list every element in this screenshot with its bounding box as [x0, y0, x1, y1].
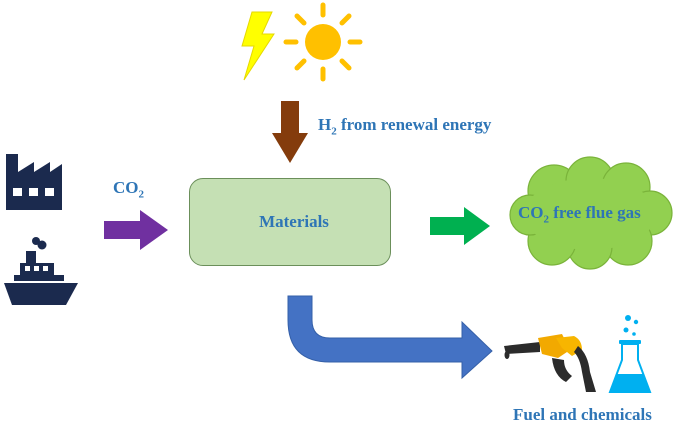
flue-gas-label: CO2 free flue gas	[518, 203, 641, 226]
h2-label: H2 from renewal energy	[318, 115, 492, 138]
lightning-icon	[241, 11, 275, 81]
ship-icon	[4, 237, 78, 305]
factory-icon	[6, 154, 62, 210]
flask-icon	[608, 315, 652, 393]
h2-input-arrow	[272, 101, 308, 163]
fuel-nozzle-icon	[504, 334, 596, 392]
flue-output-arrow	[430, 207, 490, 245]
cloud-shape	[509, 156, 673, 270]
fuel-output-arrow	[287, 295, 493, 380]
materials-label: Materials	[259, 212, 329, 231]
co2-label: CO2	[113, 178, 144, 201]
sun-icon	[283, 2, 363, 82]
fuel-label: Fuel and chemicals	[513, 405, 652, 424]
co2-input-arrow	[104, 210, 168, 250]
materials-box: Materials	[189, 178, 391, 266]
